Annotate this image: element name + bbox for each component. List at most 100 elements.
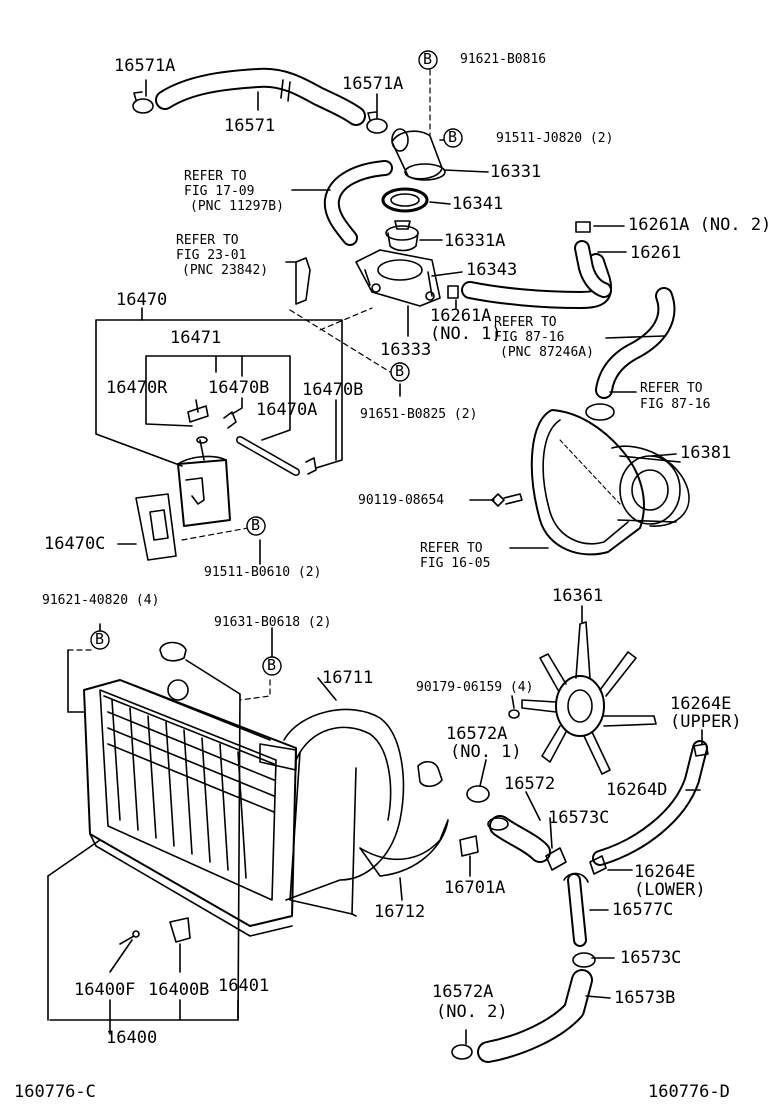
label-16264E-upper-b: (UPPER) xyxy=(670,712,742,732)
label-91631-B0618: 91631-B0618 (2) xyxy=(214,615,332,630)
water-pump-belt-assembly xyxy=(530,403,690,556)
label-91511-J0820: 91511-J0820 (2) xyxy=(496,131,614,146)
radiator-16400 xyxy=(83,679,297,937)
reservoir-cap-16470R xyxy=(187,405,209,423)
label-16571A-right: 16571A xyxy=(342,74,404,94)
clamp-16573C-lower xyxy=(572,952,596,968)
label-16572A-no2-b: (NO. 2) xyxy=(436,1002,508,1022)
label-16571: 16571 xyxy=(224,116,276,136)
drain-cock-16400B xyxy=(169,917,191,943)
label-16331: 16331 xyxy=(490,162,542,182)
refer-17-09-line1: REFER TO xyxy=(184,169,247,184)
fan-shroud-16711 xyxy=(283,708,405,917)
label-16701A: 16701A xyxy=(444,878,506,898)
thermostat-16331A xyxy=(385,220,419,252)
clip-16701A xyxy=(459,835,479,857)
label-16572A-no2-a: 16572A xyxy=(432,982,494,1002)
clip-16470B-b xyxy=(305,457,317,475)
water-outlet-16331 xyxy=(391,128,446,181)
reserve-tank-16470 xyxy=(177,436,231,527)
refer-87-16b-line2: FIG 87-16 xyxy=(640,397,711,412)
label-16261A-no1-b: (NO. 1) xyxy=(430,324,502,344)
bracket-16470C xyxy=(135,493,177,561)
refer-87-16-line1: REFER TO xyxy=(494,315,557,330)
bolt-90119 xyxy=(491,493,523,507)
label-16331A: 16331A xyxy=(444,231,506,251)
hose-clamp-16571A-left xyxy=(132,91,154,114)
label-16333: 16333 xyxy=(380,340,432,360)
refer-23-01-line1: REFER TO xyxy=(176,233,239,248)
b-marker-5: B xyxy=(95,630,105,648)
label-91651-B0825: 91651-B0825 (2) xyxy=(360,407,478,422)
label-16400B: 16400B xyxy=(148,980,210,1000)
label-16712: 16712 xyxy=(374,902,426,922)
figure-code-right: 160776-D xyxy=(648,1082,730,1102)
refer-17-09-line2: FIG 17-09 xyxy=(184,184,255,199)
label-16470A: 16470A xyxy=(256,400,318,420)
hose-16470A xyxy=(236,436,300,476)
label-16264D: 16264D xyxy=(606,780,668,800)
lower-hose-16572 xyxy=(487,815,551,863)
label-16261A-no1-a: 16261A xyxy=(430,306,492,326)
label-16711: 16711 xyxy=(322,668,374,688)
label-16264E-lower-a: 16264E xyxy=(634,862,696,882)
label-16573C-a: 16573C xyxy=(548,808,610,828)
refer-16-05-line1: REFER TO xyxy=(420,541,483,556)
b-marker-4: B xyxy=(251,516,261,534)
refer-16-05-line2: FIG 16-05 xyxy=(420,556,491,571)
label-16470B-b: 16470B xyxy=(302,380,364,400)
refer-87-16-line2: FIG 87-16 xyxy=(494,330,565,345)
label-16572: 16572 xyxy=(504,774,556,794)
label-16341: 16341 xyxy=(452,194,504,214)
refer-23-01-line2: FIG 23-01 xyxy=(176,248,247,263)
nut-90179 xyxy=(508,709,520,719)
clamp-16264E-lower xyxy=(589,855,607,875)
label-16264E-lower-b: (LOWER) xyxy=(634,880,706,900)
clamp-16572A-no2 xyxy=(451,1044,473,1060)
label-90119-08654: 90119-08654 xyxy=(358,493,445,508)
b-marker-2: B xyxy=(448,128,458,146)
label-16470R: 16470R xyxy=(106,378,168,398)
label-91621-B0816: 91621-B0816 xyxy=(460,52,547,67)
drain-plug-16400F xyxy=(119,930,140,945)
b-marker-6: B xyxy=(267,656,277,674)
clamp-16572A-no1 xyxy=(466,785,490,803)
radiator-cap-16401 xyxy=(159,641,187,662)
upper-radiator-hose xyxy=(155,67,366,126)
refer-23-01-line3: (PNC 23842) xyxy=(182,263,269,278)
label-16470C: 16470C xyxy=(44,534,106,554)
label-16573B: 16573B xyxy=(614,988,676,1008)
clamp-16261A-no1 xyxy=(447,285,459,299)
clamp-16573C-upper xyxy=(545,847,567,871)
clip-16470B-a xyxy=(223,411,237,429)
b-marker-3: B xyxy=(395,362,405,380)
label-16343: 16343 xyxy=(466,260,518,280)
hose-clamp-16571A-right xyxy=(366,111,388,134)
label-91621-40820: 91621-40820 (4) xyxy=(42,593,160,608)
refer-87-16-line3: (PNC 87246A) xyxy=(500,345,594,360)
label-16381: 16381 xyxy=(680,443,732,463)
hose-16264D xyxy=(592,740,708,866)
cooling-fan-16361 xyxy=(521,621,657,775)
label-91511-B0610: 91511-B0610 (2) xyxy=(204,565,322,580)
b-markers xyxy=(90,50,463,676)
label-16261: 16261 xyxy=(630,243,682,263)
label-16361: 16361 xyxy=(552,586,604,606)
hose-16261 xyxy=(574,221,612,298)
label-16573C-b: 16573C xyxy=(620,948,682,968)
refer-hose-small xyxy=(417,760,443,788)
b-marker-1: B xyxy=(423,50,433,68)
label-16572A-no1-a: 16572A xyxy=(446,724,508,744)
label-16577C: 16577C xyxy=(612,900,674,920)
hose-16573B xyxy=(477,969,593,1063)
label-16571A-left: 16571A xyxy=(114,56,176,76)
gasket-16341 xyxy=(381,187,429,213)
label-16572A-no1-b: (NO. 1) xyxy=(450,742,522,762)
label-16264E-upper-a: 16264E xyxy=(670,694,732,714)
label-16400F: 16400F xyxy=(74,980,136,1000)
label-16261A-no2: 16261A (NO. 2) xyxy=(628,215,771,235)
label-16470: 16470 xyxy=(116,290,168,310)
fan-shroud-lower-16712 xyxy=(359,819,449,877)
refer-87-16b-line1: REFER TO xyxy=(640,381,703,396)
